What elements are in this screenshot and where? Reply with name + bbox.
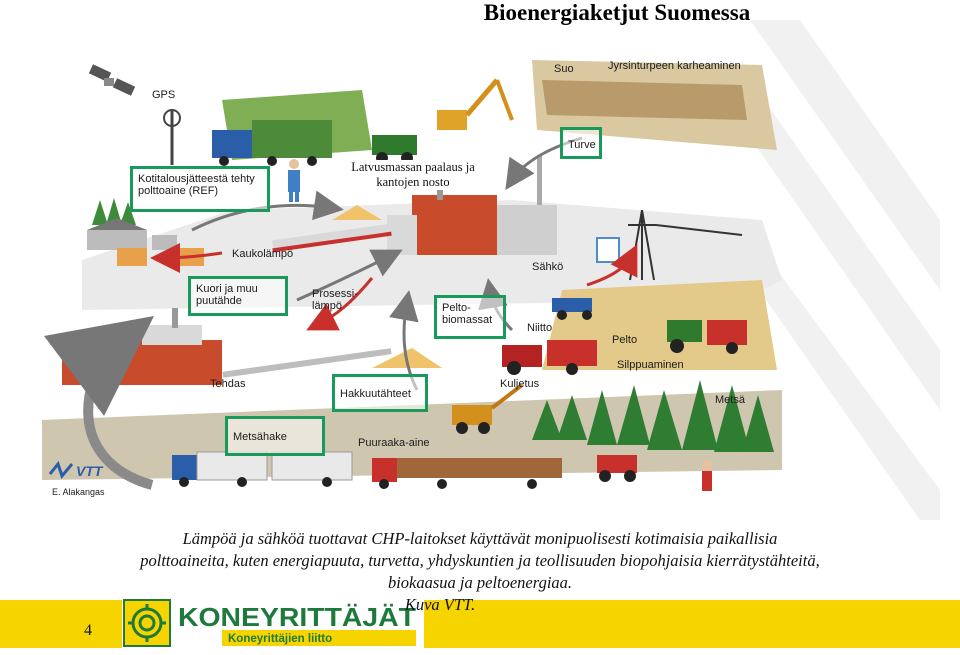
box-metsahake: Metsähake xyxy=(225,416,325,456)
vtt-logo: VTT xyxy=(48,460,104,480)
chip-truck-icon xyxy=(172,451,353,487)
vtt-logo-text: VTT xyxy=(76,463,104,479)
field-tractor-icon xyxy=(552,298,592,320)
forest-harvester-icon xyxy=(452,383,524,434)
label-sahko: Sähkö xyxy=(532,261,564,273)
chp-plant-icon xyxy=(387,155,557,255)
bioenergy-chain-illustration: VTT GPS Suo Jyrsinturpeen karheaminen Ka… xyxy=(42,40,782,500)
blue-truck-icon xyxy=(212,120,332,166)
caption-line-3: biokaasua ja peltoenergiaa. xyxy=(387,573,573,592)
red-harvester-icon xyxy=(597,455,637,482)
label-prosessilampo: Prosessi-lämpö xyxy=(312,288,358,312)
fuel-heap-icon xyxy=(332,205,382,220)
label-author: E. Alakangas xyxy=(52,487,105,497)
logo-main-text: KONEYRITTÄJÄT xyxy=(178,602,416,632)
label-niitto: Niitto xyxy=(527,322,553,334)
label-silppuaminen: Silppuaminen xyxy=(617,359,684,371)
lumberjack-icon xyxy=(702,460,712,491)
page-number: 4 xyxy=(84,622,92,639)
caption: Lämpöä ja sähköä tuottavat CHP-laitokset… xyxy=(0,528,960,594)
watermark-stripes xyxy=(710,20,940,520)
worker-person-icon xyxy=(288,159,300,202)
cog-icon xyxy=(128,604,166,642)
district-heat-pipe-icon xyxy=(272,223,392,253)
box-hakkuutahteet: Hakkuutähteet xyxy=(332,374,428,412)
caption-line-2: polttoaineita, kuten energiapuuta, turve… xyxy=(140,551,820,570)
excavator-icon xyxy=(437,78,514,130)
label-kaukolampo: Kaukolämpö xyxy=(232,248,294,260)
label-pelto: Pelto xyxy=(612,334,638,346)
label-metsa: Metsä xyxy=(715,394,745,406)
chopper-tractor-icon xyxy=(667,320,747,354)
label-puuraaka-aine: Puuraaka-aine xyxy=(358,437,430,449)
caption-line-4: Kuva VTT. xyxy=(404,595,476,614)
label-kuljetus: Kuljetus xyxy=(500,378,540,390)
antenna-tower-icon xyxy=(163,109,181,165)
slide-title: Bioenergiaketjut Suomessa xyxy=(483,0,751,25)
label-jyrsinturpeen: Jyrsinturpeen karheaminen xyxy=(608,60,741,72)
trees-icon xyxy=(92,198,136,225)
caption-line-1: Lämpöä ja sähköä tuottavat CHP-laitokset… xyxy=(182,529,778,548)
scene-drawing: VTT xyxy=(42,60,782,491)
box-kuori: Kuori ja muu puutähde xyxy=(188,276,288,316)
label-gps: GPS xyxy=(152,89,176,101)
logo-drawing: KONEYRITTÄJÄT Koneyrittäjien liitto xyxy=(123,599,416,647)
houses-icon xyxy=(87,218,204,266)
logo-sub-text: Koneyrittäjien liitto xyxy=(228,633,332,645)
box-turve: Turve xyxy=(560,127,602,159)
logo-sub-bg xyxy=(222,630,416,646)
timber-truck-icon xyxy=(372,458,562,489)
transformer-icon xyxy=(596,237,620,263)
label-latvusmassa: Latvusmassan paalaus ja kantojen nosto xyxy=(334,160,492,190)
forest-trees-icon xyxy=(532,380,774,452)
transport-tractor-icon xyxy=(502,340,597,375)
koneyrittajat-logo: KONEYRITTÄJÄT Koneyrittäjien liitto xyxy=(122,598,424,650)
label-tehdas: Tehdas xyxy=(210,378,246,390)
box-peltobiomassat: Pelto-biomassat xyxy=(434,295,506,339)
label-suo: Suo xyxy=(554,63,574,75)
satellite-icon xyxy=(88,64,136,96)
box-kotitalousjate: Kotitalousjätteestä tehty polttoaine (RE… xyxy=(130,166,270,212)
